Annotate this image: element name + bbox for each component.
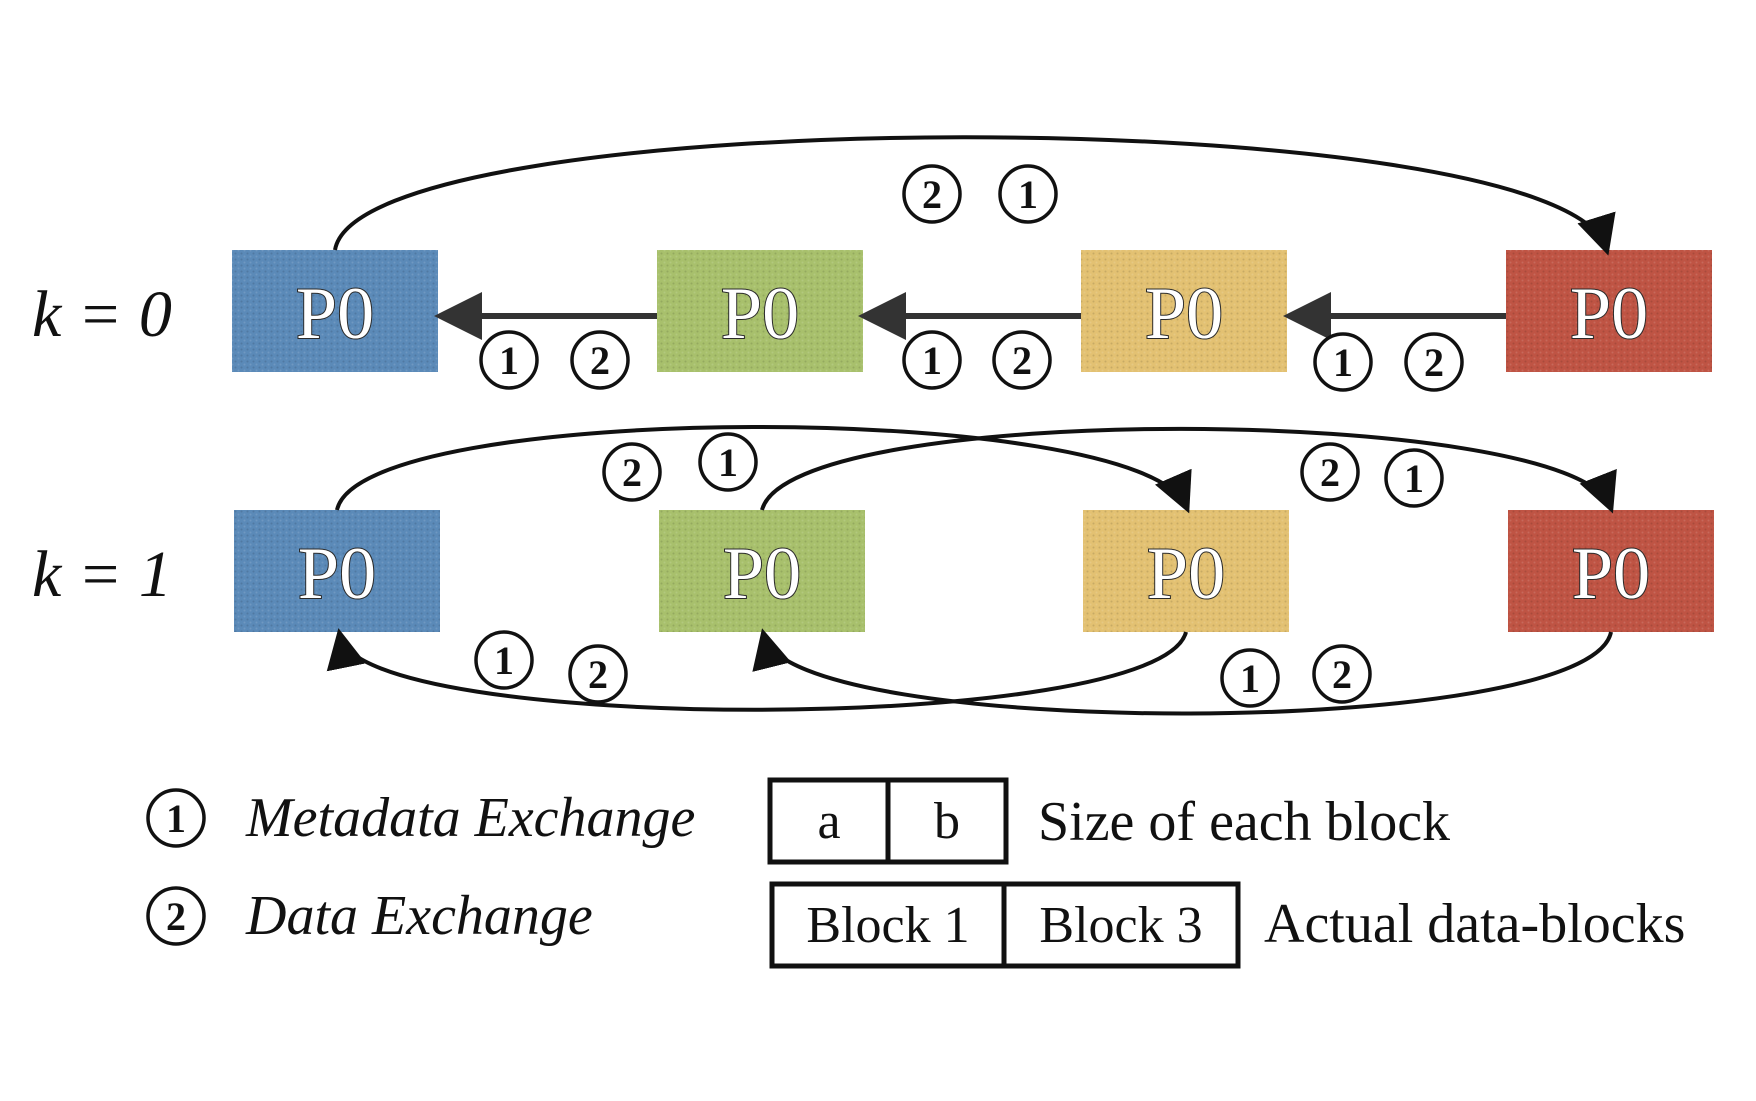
k1-node-green: P0 <box>659 510 865 632</box>
legend-size-cells: a b <box>767 777 1009 865</box>
k0-top-badge-1: 1 <box>998 164 1058 224</box>
svg-text:1: 1 <box>718 440 738 485</box>
legend-data-label: Data Exchange <box>245 885 593 947</box>
k0-node-blue-label: P0 <box>296 273 374 355</box>
k1-top-badge-1-a: 1 <box>698 432 758 492</box>
k0-label: k = 0 <box>32 278 172 351</box>
k1-bottom-badge-1-b: 1 <box>1220 648 1280 708</box>
svg-text:1: 1 <box>1240 656 1260 701</box>
svg-text:1: 1 <box>499 338 519 383</box>
size-cell-b: b <box>934 793 960 850</box>
k1-top-badge-2-a: 2 <box>602 442 662 502</box>
legend-metadata-marker: 1 <box>146 788 206 848</box>
svg-text:2: 2 <box>590 338 610 383</box>
k1-arc-yellow-to-blue <box>327 628 1188 712</box>
k1-bottom-badge-2-b: 2 <box>1312 644 1372 704</box>
k0-badge-1-b: 1 <box>902 330 962 390</box>
block-cell-1: Block 1 <box>806 897 969 954</box>
svg-text:2: 2 <box>1332 652 1352 697</box>
k1-arc-red-to-green <box>752 628 1613 716</box>
svg-text:2: 2 <box>1424 340 1444 385</box>
k1-bottom-badge-1-a: 1 <box>474 630 534 690</box>
k1-arc-green-to-red <box>760 426 1617 514</box>
svg-text:2: 2 <box>166 894 186 939</box>
svg-text:2: 2 <box>1012 338 1032 383</box>
k1-bottom-badge-2-a: 2 <box>568 644 628 704</box>
svg-text:1: 1 <box>1404 456 1424 501</box>
svg-text:1: 1 <box>166 796 186 841</box>
k1-node-green-label: P0 <box>723 533 801 615</box>
k1-node-red: P0 <box>1508 510 1714 632</box>
k0-badge-2-b: 2 <box>992 330 1052 390</box>
k0-node-red-label: P0 <box>1570 273 1648 355</box>
k1-node-blue: P0 <box>234 510 440 632</box>
svg-text:1: 1 <box>922 338 942 383</box>
size-cell-a: a <box>817 793 840 850</box>
svg-text:1: 1 <box>494 638 514 683</box>
row-k1: k = 1 P0 P0 P0 P0 2 <box>32 425 1714 716</box>
k0-arc-blue-to-red <box>333 135 1616 256</box>
k0-badge-1-c: 1 <box>1313 332 1373 392</box>
legend-data-marker: 2 <box>146 886 206 946</box>
svg-text:2: 2 <box>622 450 642 495</box>
legend-size-label: Size of each block <box>1038 791 1450 853</box>
block-cell-3: Block 3 <box>1039 897 1202 954</box>
k0-badge-2-a: 2 <box>570 330 630 390</box>
legend-block-cells: Block 1 Block 3 <box>769 881 1241 969</box>
k0-node-green-label: P0 <box>721 273 799 355</box>
k0-node-yellow-label: P0 <box>1145 273 1223 355</box>
svg-text:1: 1 <box>1333 340 1353 385</box>
k1-node-yellow-label: P0 <box>1147 533 1225 615</box>
k0-node-green: P0 <box>657 250 863 372</box>
legend: 1 Metadata Exchange 2 Data Exchange a b … <box>146 777 1685 969</box>
k1-node-blue-label: P0 <box>298 533 376 615</box>
svg-text:2: 2 <box>1320 450 1340 495</box>
k0-node-blue: P0 <box>232 250 438 372</box>
row-k0: k = 0 P0 P0 P0 P0 2 <box>32 135 1712 392</box>
k0-node-red: P0 <box>1506 250 1712 372</box>
svg-text:2: 2 <box>922 172 942 217</box>
k0-badge-1-a: 1 <box>479 330 539 390</box>
k1-arc-blue-to-yellow <box>335 425 1192 514</box>
k0-badge-2-c: 2 <box>1404 332 1464 392</box>
legend-block-label: Actual data-blocks <box>1264 893 1685 955</box>
k0-top-badge-2: 2 <box>902 164 962 224</box>
k1-node-yellow: P0 <box>1083 510 1289 632</box>
legend-metadata-label: Metadata Exchange <box>245 787 695 849</box>
k1-node-red-label: P0 <box>1572 533 1650 615</box>
k1-top-badge-2-b: 2 <box>1300 442 1360 502</box>
svg-text:2: 2 <box>588 652 608 697</box>
k1-label: k = 1 <box>32 538 172 611</box>
k0-node-yellow: P0 <box>1081 250 1287 372</box>
k1-top-badge-1-b: 1 <box>1384 448 1444 508</box>
svg-text:1: 1 <box>1018 172 1038 217</box>
